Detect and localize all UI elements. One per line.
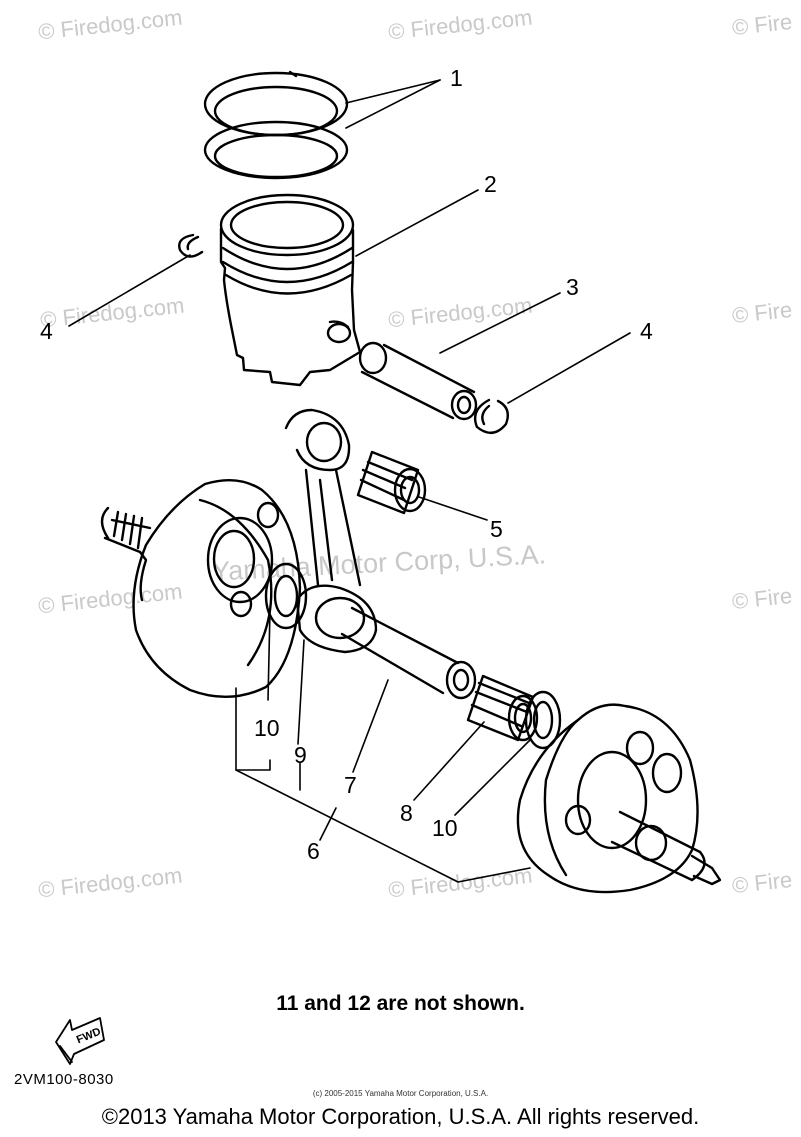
leader-lines [68, 79, 631, 883]
callout-7: 7 [344, 772, 357, 798]
piston-pin [358, 341, 478, 421]
crank-pin [340, 606, 477, 700]
copyright-footer: ©2013 Yamaha Motor Corporation, U.S.A. A… [101, 1104, 700, 1129]
callout-10-right: 10 [432, 815, 458, 841]
diagram-code: 2VM100-8030 [14, 1071, 114, 1088]
callout-6: 6 [307, 838, 320, 864]
callout-4-right: 4 [640, 318, 653, 344]
left-crank-half [100, 478, 308, 699]
small-end-bearing [356, 450, 427, 515]
circlip-left [178, 233, 204, 258]
fwd-arrow-icon [55, 1017, 105, 1065]
washer-right [524, 690, 562, 750]
piston [219, 193, 362, 387]
circlip-right [473, 398, 509, 434]
callout-1: 1 [450, 65, 463, 91]
callout-4-left: 4 [40, 318, 53, 344]
right-crank-half [516, 703, 722, 894]
big-end-bearing [466, 674, 539, 742]
callout-5: 5 [490, 516, 503, 542]
small-copyright: (c) 2005-2015 Yamaha Motor Corporation, … [312, 1089, 489, 1098]
callout-8: 8 [400, 800, 413, 826]
callout-2: 2 [484, 171, 497, 197]
callout-3: 3 [566, 274, 579, 300]
callout-9: 9 [294, 742, 307, 768]
piston-rings [203, 70, 349, 180]
connecting-rod [284, 408, 378, 654]
not-shown-note: 11 and 12 are not shown. [276, 992, 525, 1015]
callout-10-left: 10 [254, 715, 280, 741]
